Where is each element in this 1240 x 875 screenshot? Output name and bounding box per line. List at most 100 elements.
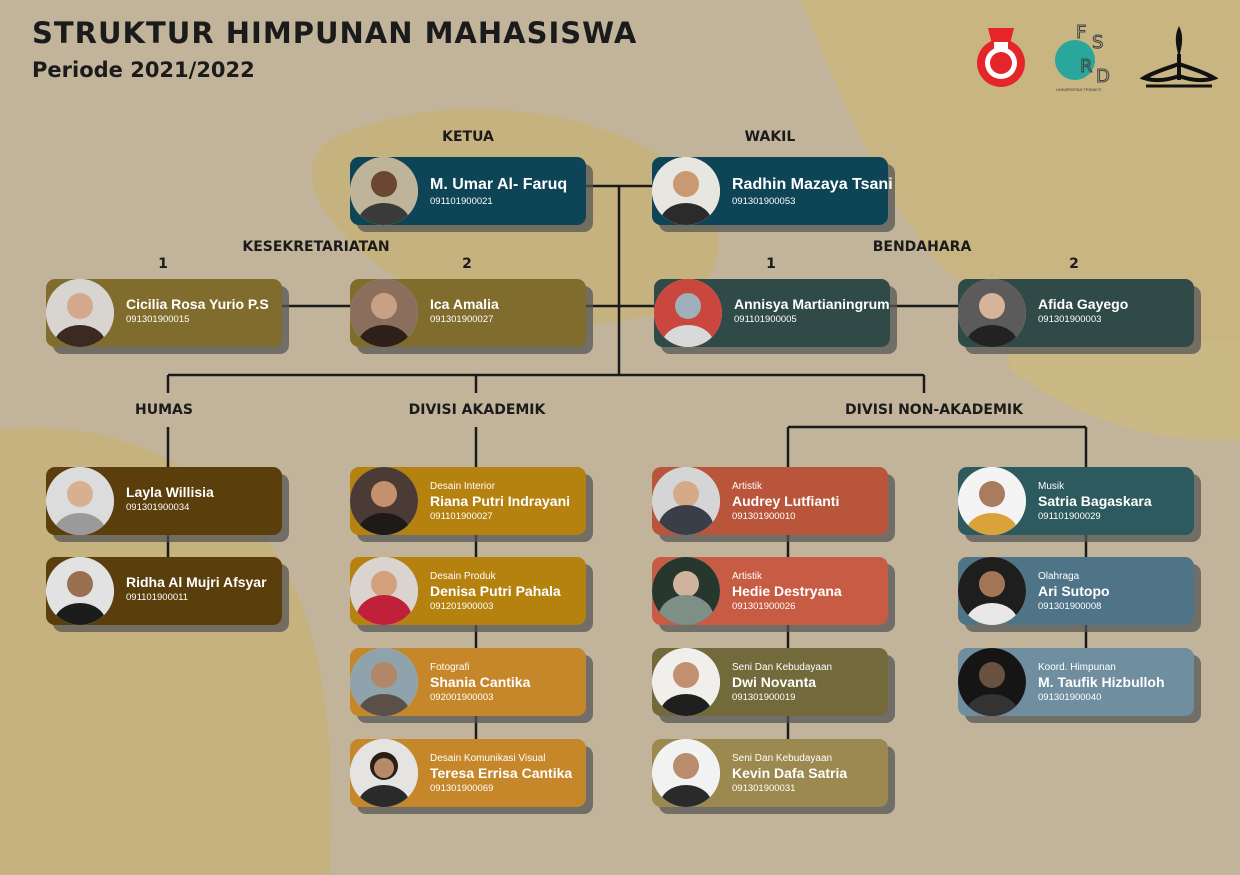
member-card-nonakademik-4: Seni Dan Kebudayaan Kevin Dafa Satria 09… — [652, 739, 888, 807]
member-photo — [350, 557, 418, 625]
member-nim: 091301900040 — [1038, 692, 1102, 703]
member-nim: 091301900053 — [732, 196, 796, 207]
member-card-ketua: M. Umar Al- Faruq 091101900021 — [350, 157, 586, 225]
member-card-sekretaris-2: Ica Amalia 091301900027 — [350, 279, 586, 347]
member-name: Riana Putri Indrayani — [430, 493, 571, 509]
member-card-wakil: Radhin Mazaya Tsani 091301900053 — [652, 157, 893, 225]
member-role: Koord. Himpunan — [1038, 662, 1116, 673]
member-card-nonakademik-6: Olahraga Ari Sutopo 091301900008 — [958, 557, 1194, 625]
member-nim: 091301900027 — [430, 314, 494, 325]
svg-text:S: S — [1092, 32, 1103, 53]
label-wakil: WAKIL — [744, 129, 796, 145]
member-nim: 091301900003 — [1038, 314, 1102, 325]
label-ketua: KETUA — [442, 129, 494, 145]
member-nim: 091101900029 — [1038, 511, 1101, 522]
page-subtitle: Periode 2021/2022 — [32, 58, 255, 82]
member-photo — [958, 557, 1026, 625]
member-photo — [350, 157, 418, 225]
member-nim: 091301900026 — [732, 601, 796, 612]
member-name: Ari Sutopo — [1038, 583, 1110, 599]
member-photo — [350, 648, 418, 716]
member-photo — [46, 279, 114, 347]
member-card-bendahara-1: Annisya Martianingrum 091101900005 — [654, 279, 890, 347]
svg-text:R: R — [1080, 56, 1093, 77]
member-nim: 091101900021 — [430, 196, 493, 207]
fsrd-logo: F S R D UNIVERSITAS TRISAKTI — [1052, 22, 1122, 96]
member-card-humas-2: Ridha Al Mujri Afsyar 091101900011 — [46, 557, 282, 625]
label-divisi-akademik: DIVISI AKADEMIK — [408, 402, 546, 418]
svg-text:D: D — [1096, 66, 1110, 87]
member-photo — [46, 467, 114, 535]
member-name: M. Umar Al- Faruq — [430, 176, 568, 193]
member-role: Seni Dan Kebudayaan — [732, 662, 833, 673]
member-name: Ica Amalia — [430, 296, 499, 312]
member-nim: 091101900005 — [734, 314, 797, 325]
member-photo — [350, 467, 418, 535]
member-name: Kevin Dafa Satria — [732, 765, 848, 781]
member-role: Desain Produk — [430, 571, 496, 582]
trisakti-medal-logo — [977, 28, 1025, 87]
member-card-nonakademik-5: Musik Satria Bagaskara 091101900029 — [958, 467, 1194, 535]
member-name: Denisa Putri Pahala — [430, 583, 561, 599]
member-card-nonakademik-3: Seni Dan Kebudayaan Dwi Novanta 09130190… — [652, 648, 888, 716]
member-name: Shania Cantika — [430, 674, 531, 690]
member-name: Dwi Novanta — [732, 674, 817, 690]
member-nim: 091301900069 — [430, 783, 494, 794]
label-divisi-non-akademik: DIVISI NON-AKADEMIK — [845, 402, 1023, 418]
member-card-akademik-3: Fotografi Shania Cantika 092001900003 — [350, 648, 586, 716]
member-photo — [958, 648, 1026, 716]
member-role: Desain Komunikasi Visual — [430, 753, 546, 764]
member-name: Audrey Lutfianti — [732, 493, 840, 509]
member-photo — [652, 739, 720, 807]
label-kesekretariatan: KESEKRETARIATAN — [242, 239, 390, 255]
member-photo — [652, 467, 720, 535]
member-photo — [654, 279, 722, 347]
member-nim: 091301900015 — [126, 314, 190, 325]
member-role: Olahraga — [1038, 571, 1080, 582]
svg-text:F: F — [1076, 24, 1086, 43]
member-name: Hedie Destryana — [732, 583, 842, 599]
member-card-nonakademik-2: Artistik Hedie Destryana 091301900026 — [652, 557, 888, 625]
member-role: Fotografi — [430, 662, 470, 673]
label-sek-1: 1 — [158, 256, 168, 272]
member-nim: 091301900034 — [126, 502, 190, 513]
member-card-humas-1: Layla Willisia 091301900034 — [46, 467, 282, 535]
member-card-sekretaris-1: Cicilia Rosa Yurio P.S 091301900015 — [46, 279, 282, 347]
member-name: M. Taufik Hizbulloh — [1038, 674, 1165, 690]
member-name: Teresa Errisa Cantika — [430, 765, 573, 781]
member-nim: 091301900031 — [732, 783, 796, 794]
member-nim: 091301900010 — [732, 511, 796, 522]
member-name: Layla Willisia — [126, 484, 214, 500]
label-ben-1: 1 — [766, 256, 776, 272]
member-name: Annisya Martianingrum — [734, 296, 890, 312]
member-card-akademik-1: Desain Interior Riana Putri Indrayani 09… — [350, 467, 586, 535]
member-card-nonakademik-7: Koord. Himpunan M. Taufik Hizbulloh 0913… — [958, 648, 1194, 716]
member-photo — [46, 557, 114, 625]
label-sek-2: 2 — [462, 256, 472, 272]
member-nim: 091301900008 — [1038, 601, 1102, 612]
member-role: Artistik — [732, 571, 762, 582]
member-photo — [652, 648, 720, 716]
member-role: Seni Dan Kebudayaan — [732, 753, 833, 764]
member-nim: 092001900003 — [430, 692, 494, 703]
member-name: Radhin Mazaya Tsani — [732, 176, 893, 193]
member-nim: 091101900027 — [430, 511, 493, 522]
member-photo — [350, 739, 418, 807]
member-name: Cicilia Rosa Yurio P.S — [126, 296, 269, 312]
member-name: Ridha Al Mujri Afsyar — [126, 574, 267, 590]
member-card-akademik-2: Desain Produk Denisa Putri Pahala 091201… — [350, 557, 586, 625]
member-photo — [652, 557, 720, 625]
member-card-akademik-4: Desain Komunikasi Visual Teresa Errisa C… — [350, 739, 586, 807]
member-card-bendahara-2: Afida Gayego 091301900003 — [958, 279, 1194, 347]
page-title: STRUKTUR HIMPUNAN MAHASISWA — [32, 16, 638, 50]
member-nim: 091201900003 — [430, 601, 494, 612]
member-role: Musik — [1038, 481, 1065, 492]
member-photo — [958, 279, 1026, 347]
member-role: Artistik — [732, 481, 762, 492]
label-bendahara: BENDAHARA — [872, 239, 972, 255]
member-nim: 091301900019 — [732, 692, 796, 703]
member-photo — [958, 467, 1026, 535]
member-role: Desain Interior — [430, 481, 496, 492]
fsrd-logo-text: UNIVERSITAS TRISAKTI — [1056, 87, 1102, 92]
